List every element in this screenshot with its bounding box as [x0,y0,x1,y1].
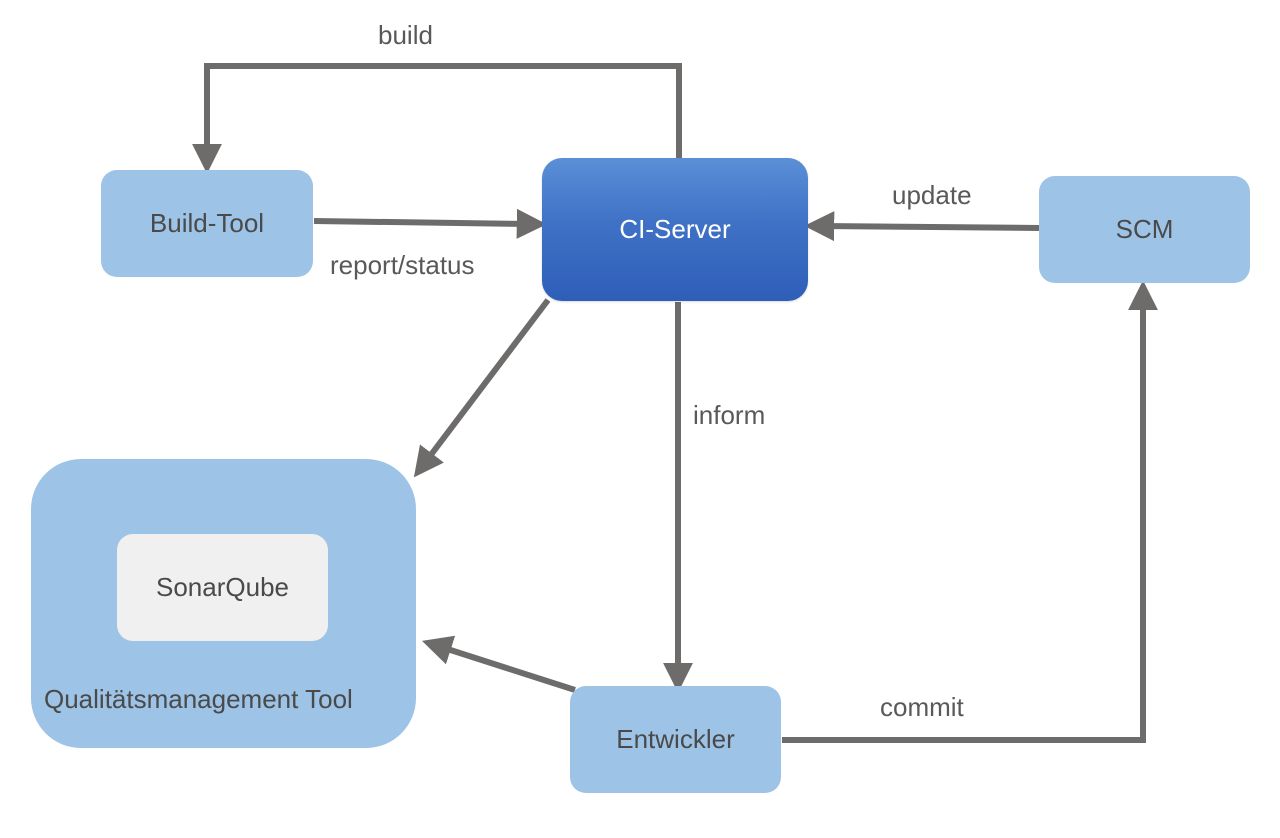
scm-label: SCM [1115,214,1174,244]
sonarqube-node: SonarQube [117,534,328,641]
arrow-update [804,211,1040,242]
edge-label-inform: inform [693,400,766,430]
scm-node: SCM [1039,176,1250,283]
edge-label-build: build [378,20,433,50]
build-tool-label: Build-Tool [149,208,265,238]
arrow-report-status [313,208,547,239]
arrow-developer-to-quality [422,635,576,693]
sonarqube-label: SonarQube [156,572,289,602]
edge-label-report-status: report/status [330,250,475,280]
edge-label-update: update [892,180,972,210]
ci-server-label: CI-Server [619,214,731,244]
arrow-commit [782,280,1158,743]
build-tool-node: Build-Tool [101,170,313,277]
quality-tool-label: Qualitätsmanagement Tool [44,684,353,714]
edge-label-commit: commit [880,692,964,722]
arrow-ci-to-quality [413,298,551,478]
arrow-build [192,63,682,174]
developer-node: Entwickler [570,686,781,793]
quality-tool-node: SonarQube Qualitätsmanagement Tool [31,459,416,748]
ci-server-node: CI-Server [542,158,808,301]
developer-label: Entwickler [616,724,735,754]
